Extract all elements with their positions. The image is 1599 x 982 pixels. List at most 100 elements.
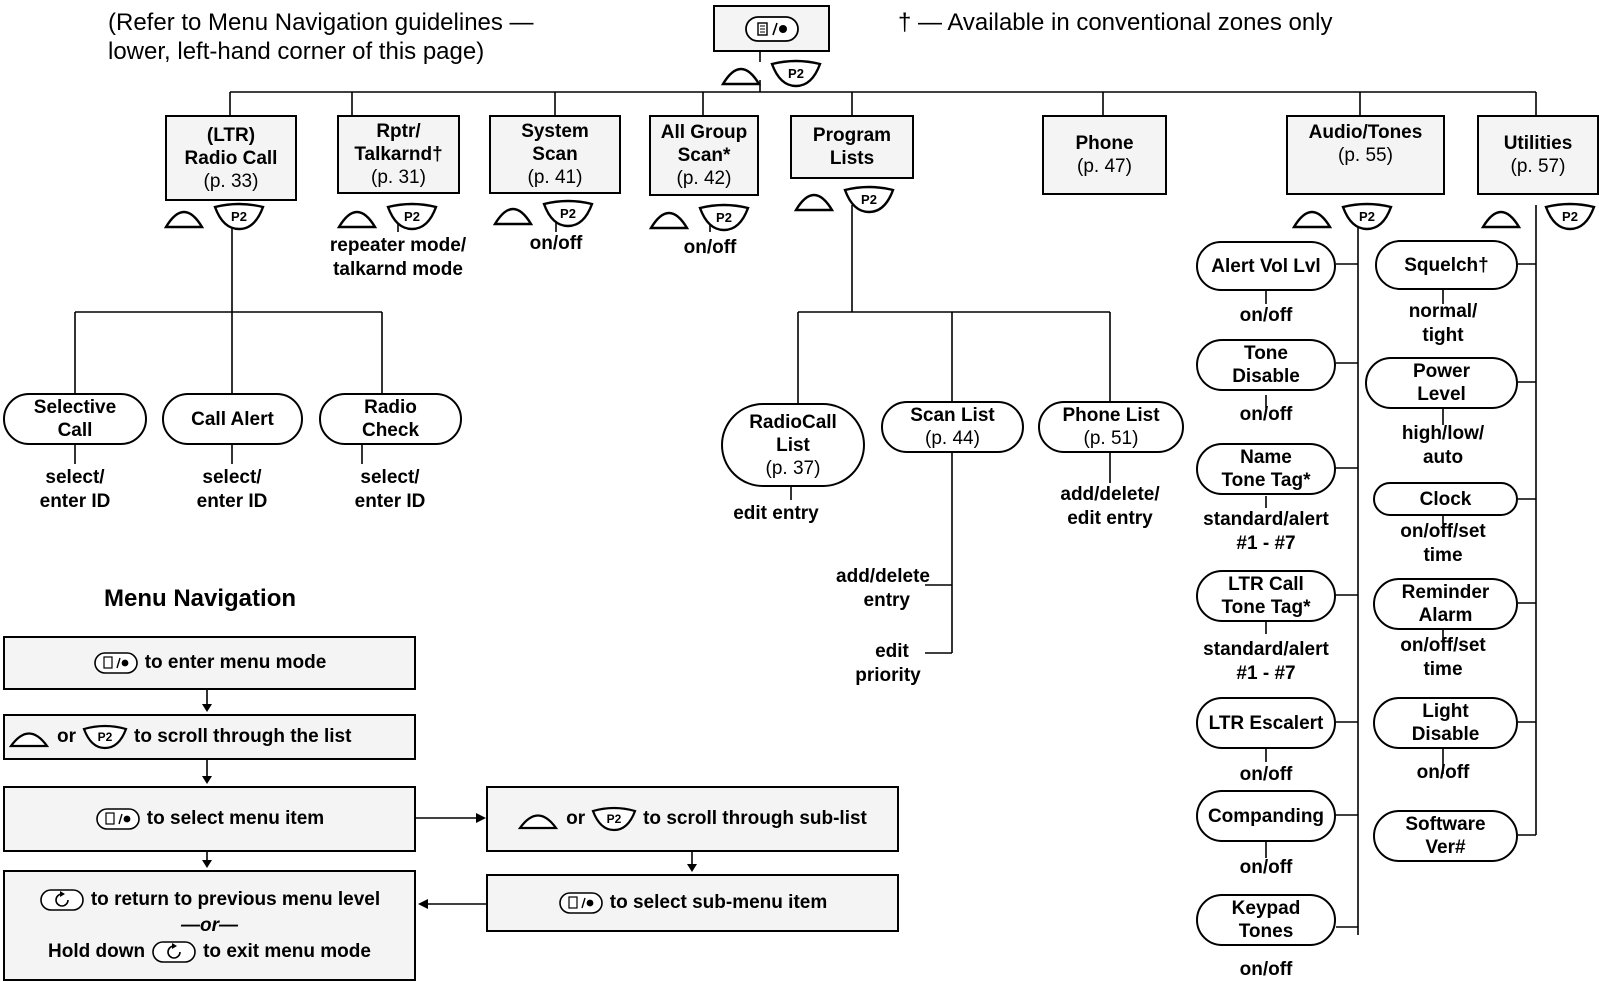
submenu-squelch[interactable]: Squelch† [1375, 240, 1518, 290]
ltr-call-tone-tag-label1: standard/alert [1203, 639, 1329, 660]
scroll-key-pair-icon: P2 [163, 202, 265, 231]
radio-check-line2: Check [361, 420, 420, 441]
phone-list-line1: Phone List [1062, 405, 1160, 426]
all-group-page: (p. 42) [676, 168, 732, 189]
scroll-up-key-icon [518, 814, 559, 830]
submenu-alert-vol-lvl[interactable]: Alert Vol Lvl [1196, 241, 1336, 291]
submenu-keypad-tones[interactable]: Keypad Tones [1196, 894, 1336, 946]
companding-label: on/off [1239, 857, 1293, 878]
tone-disable-line1: Tone [1244, 343, 1288, 364]
call-alert-label1: select/ [202, 467, 262, 488]
submenu-radio-check[interactable]: Radio Check [319, 393, 462, 445]
nav-step-enter-menu: to enter menu mode [3, 636, 416, 690]
selective-call-line1: Selective [33, 397, 117, 418]
nav-hold-text: Hold down [48, 940, 146, 962]
menu-rptr-talkarnd[interactable]: Rptr/ Talkarnd† (p. 31) [337, 115, 460, 194]
nav-select-text: to select menu item [146, 808, 325, 829]
svg-text:P2: P2 [861, 192, 877, 207]
submenu-companding[interactable]: Companding [1196, 790, 1336, 842]
submenu-radiocall-list[interactable]: RadioCall List (p. 37) [721, 403, 865, 487]
system-scan-label: on/off [529, 233, 583, 254]
ltr-escalert-line1: LTR Escalert [1208, 712, 1324, 734]
menu-program-lists[interactable]: Program Lists [790, 115, 914, 179]
radio-call-title1: (LTR) [206, 124, 256, 146]
squelch-label2: tight [1422, 325, 1464, 346]
phone-list-page: (p. 51) [1083, 428, 1139, 449]
audio-tones-page: (p. 55) [1338, 145, 1393, 166]
svg-text:P2: P2 [560, 206, 576, 221]
scan-list-line1: Scan List [910, 405, 995, 426]
svg-text:P2: P2 [98, 730, 113, 744]
power-level-label: high/low/ auto [1383, 422, 1503, 470]
radio-call-scroll-keys: P2 [163, 201, 267, 235]
radiocall-list-label: edit entry [733, 503, 819, 524]
all-group-label: on/off [683, 237, 737, 258]
keypad-tones-line2: Tones [1238, 921, 1294, 942]
submenu-ltr-call-tone-tag[interactable]: LTR Call Tone Tag* [1196, 570, 1336, 622]
submenu-selective-call[interactable]: Selective Call [3, 393, 147, 445]
call-alert-label2: enter ID [196, 491, 268, 512]
rptr-page: (p. 31) [371, 167, 426, 188]
radio-check-label2: enter ID [354, 491, 426, 512]
svg-text:P2: P2 [788, 66, 804, 81]
submenu-ltr-escalert[interactable]: LTR Escalert [1196, 697, 1336, 749]
scroll-up-key-icon [9, 732, 50, 748]
menu-utilities[interactable]: Utilities (p. 57) [1477, 115, 1599, 195]
svg-text:P2: P2 [607, 812, 622, 826]
keypad-tones-label: on/off [1239, 959, 1293, 980]
submenu-light-disable[interactable]: Light Disable [1373, 697, 1518, 749]
submenu-power-level[interactable]: Power Level [1365, 357, 1518, 409]
call-alert-line1: Call Alert [191, 408, 274, 430]
scroll-key-pair-icon: P2 [336, 202, 438, 231]
clock-label: on/off/set time [1383, 520, 1503, 568]
menu-all-group-scan[interactable]: All Group Scan* (p. 42) [649, 115, 759, 196]
submenu-tone-disable[interactable]: Tone Disable [1196, 339, 1336, 391]
audio-tones-scroll-keys: P2 [1291, 201, 1395, 235]
scan-list-label-1a: add/delete [836, 566, 930, 587]
submenu-reminder-alarm[interactable]: Reminder Alarm [1373, 578, 1518, 630]
radio-call-page: (p. 33) [203, 170, 259, 192]
keypad-tones-line1: Keypad [1231, 898, 1301, 919]
clock-line1: Clock [1419, 488, 1472, 510]
menu-radio-call[interactable]: (LTR) Radio Call (p. 33) [165, 115, 297, 201]
phone-list-label: add/delete/ edit entry [1040, 483, 1180, 531]
squelch-label: normal/ tight [1383, 300, 1503, 348]
rptr-title2: Talkarnd† [354, 144, 443, 165]
alert-vol-lvl-label: on/off [1239, 305, 1293, 326]
reminder-alarm-line1: Reminder [1401, 582, 1490, 603]
root-menu-key-box [713, 5, 830, 52]
scroll-key-pair-icon: P2 [720, 59, 822, 88]
nav-or-text: or [57, 726, 76, 747]
svg-text:P2: P2 [404, 209, 420, 224]
submenu-scan-list[interactable]: Scan List (p. 44) [881, 401, 1024, 453]
scroll-key-pair-icon: P2 [793, 185, 895, 214]
scan-list-label-2b: priority [855, 665, 921, 686]
home-back-key-icon [152, 940, 196, 963]
menu-audio-tones[interactable]: Audio/Tones (p. 55) [1286, 115, 1445, 195]
program-lists-title1: Program [812, 125, 892, 146]
program-lists-scroll-keys: P2 [793, 184, 897, 218]
menu-phone[interactable]: Phone (p. 47) [1042, 115, 1167, 195]
svg-text:P2: P2 [716, 210, 732, 225]
submenu-phone-list[interactable]: Phone List (p. 51) [1038, 401, 1184, 453]
nav-scroll-text: to scroll through the list [134, 726, 352, 747]
light-disable-label: on/off [1416, 762, 1470, 783]
menu-system-scan[interactable]: System Scan (p. 41) [489, 115, 621, 194]
selective-call-line2: Call [57, 420, 93, 441]
radiocall-list-page: (p. 37) [765, 457, 821, 479]
system-scan-scroll-keys: P2 [492, 198, 596, 232]
scroll-key-pair-icon: P2 [492, 199, 594, 228]
phone-page: (p. 47) [1077, 156, 1132, 177]
clock-label2: time [1423, 545, 1463, 566]
nav-select-sub-text: to select sub-menu item [609, 892, 828, 913]
submenu-call-alert[interactable]: Call Alert [162, 393, 303, 445]
light-disable-line1: Light [1422, 701, 1469, 722]
radiocall-list-line2: List [776, 434, 810, 456]
scroll-key-pair-icon: P2 [1480, 202, 1596, 231]
submenu-software-ver[interactable]: Software Ver# [1373, 810, 1518, 862]
system-scan-page: (p. 41) [527, 167, 583, 188]
submenu-name-tone-tag[interactable]: Name Tone Tag* [1196, 443, 1336, 495]
scroll-key-pair-icon: P2 [1291, 202, 1393, 231]
scan-list-label-2a: edit [875, 641, 909, 662]
submenu-clock[interactable]: Clock [1373, 482, 1518, 516]
